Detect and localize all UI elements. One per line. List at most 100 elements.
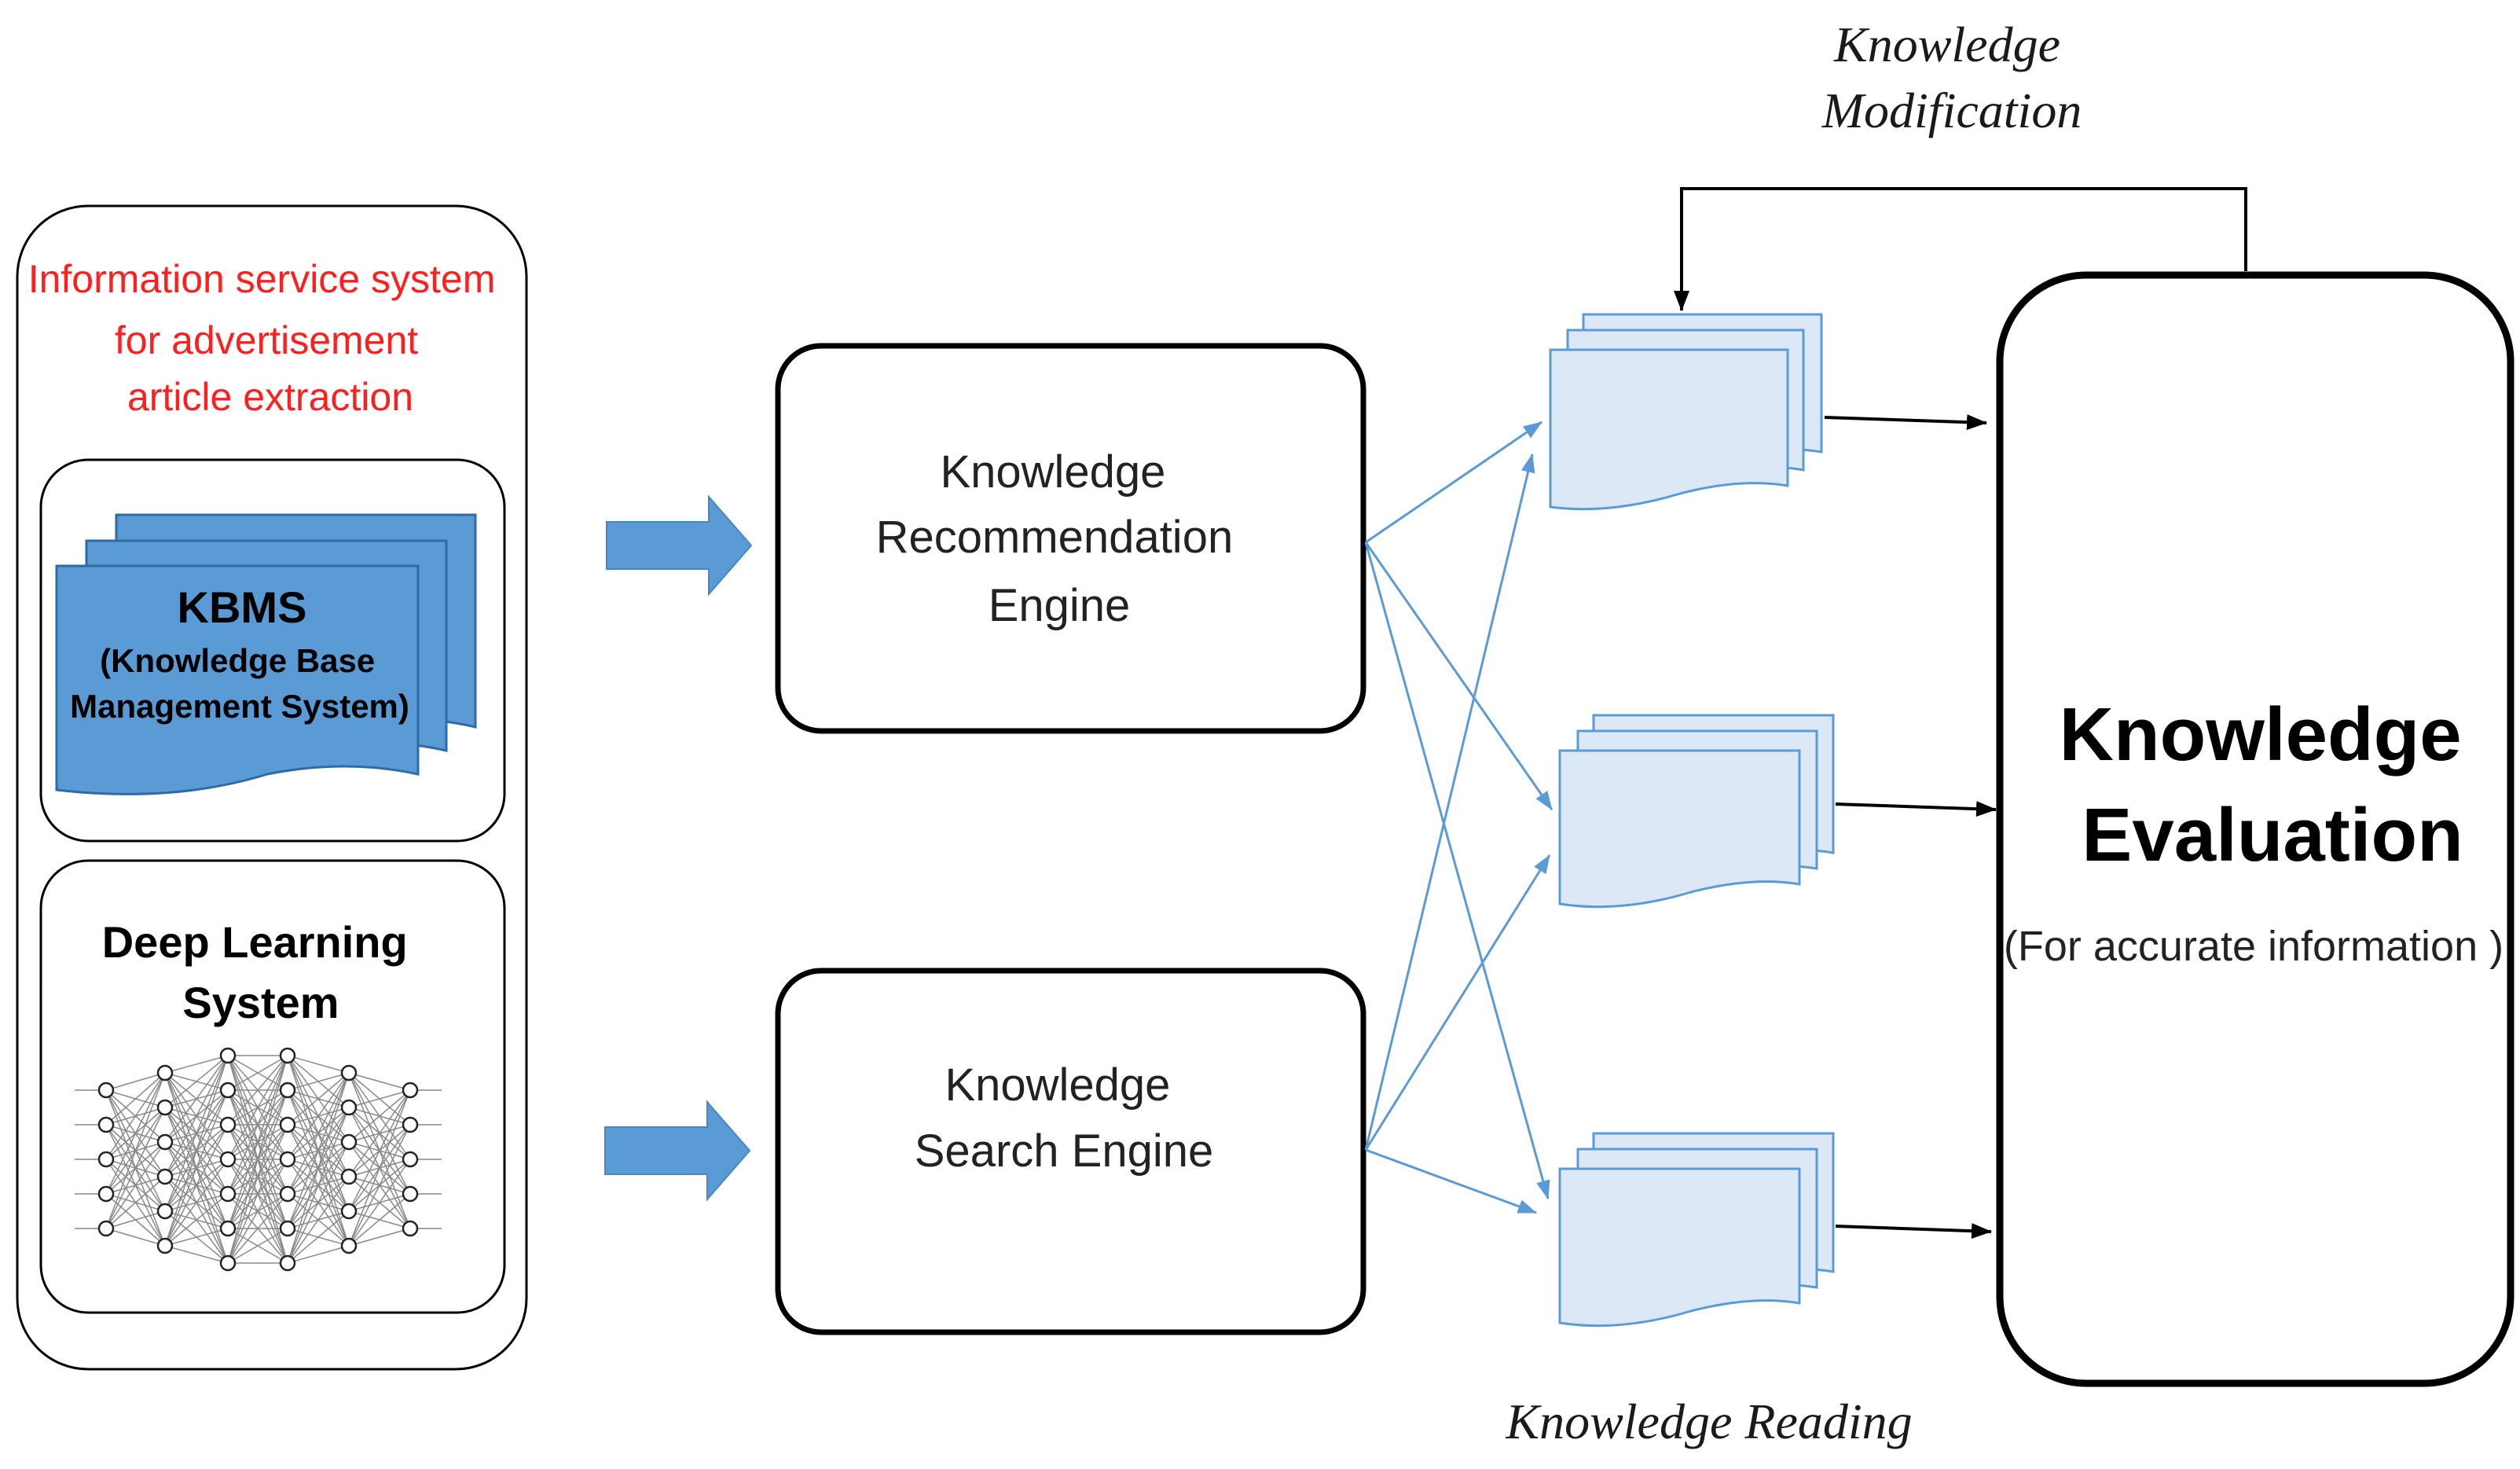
nn-edge xyxy=(227,1055,288,1126)
nn-node xyxy=(340,1099,358,1116)
nn-edge xyxy=(287,1072,350,1229)
nn-edge xyxy=(227,1055,288,1264)
nn-node xyxy=(340,1064,358,1082)
recommendation-engine-box xyxy=(775,343,1366,734)
nn-edge xyxy=(287,1072,350,1091)
left-panel-title: Information service system for advertise… xyxy=(28,257,507,419)
arrow-doc-bottom-to-evaluation xyxy=(1835,1223,1992,1239)
connector-search-to-doc-1 xyxy=(1364,454,1535,1151)
connector-rec-to-doc-1 xyxy=(1365,421,1542,544)
nn-edge xyxy=(164,1089,229,1247)
kbms-subtitle: (Knowledge Base Management System) xyxy=(70,642,409,725)
knowledge-reading-label: Knowledge Reading xyxy=(1505,1394,1912,1449)
left-panel: Information service system for advertise… xyxy=(16,204,528,1371)
knowledge-modification-line-1: Knowledge xyxy=(1833,17,2060,72)
engine-to-document-connectors xyxy=(1364,421,1553,1214)
nn-node xyxy=(402,1151,419,1168)
nn-edge xyxy=(164,1055,229,1177)
knowledge-evaluation-title-line-1: Knowledge xyxy=(2060,692,2462,777)
nn-node xyxy=(156,1237,174,1254)
nn-edge xyxy=(164,1055,229,1212)
nn-edge xyxy=(287,1072,350,1160)
modification-feedback-arrow xyxy=(1674,187,2247,311)
nn-edge xyxy=(227,1124,288,1264)
nn-edge xyxy=(348,1159,411,1247)
nn-node xyxy=(156,1099,174,1116)
nn-node xyxy=(279,1047,296,1064)
nn-edge xyxy=(105,1072,166,1195)
nn-edge xyxy=(164,1159,229,1247)
nn-node xyxy=(340,1237,358,1254)
nn-edge xyxy=(287,1245,350,1264)
nn-node xyxy=(156,1064,174,1082)
arrow-to-recommendation-engine xyxy=(606,494,753,597)
nn-edge xyxy=(348,1089,411,1143)
nn-edge xyxy=(348,1072,411,1091)
nn-edge xyxy=(287,1072,350,1195)
nn-node xyxy=(279,1254,296,1272)
nn-node xyxy=(340,1203,358,1220)
nn-node xyxy=(97,1151,115,1168)
nn-node xyxy=(279,1116,296,1133)
nn-edge xyxy=(287,1055,350,1074)
nn-node xyxy=(97,1220,115,1237)
document-stack-bottom xyxy=(1558,1132,1835,1328)
nn-edge xyxy=(164,1055,229,1143)
nn-edge xyxy=(348,1089,411,1212)
nn-edge xyxy=(164,1055,229,1108)
nn-node xyxy=(402,1082,419,1099)
nn-edge xyxy=(164,1228,229,1247)
nn-edge xyxy=(105,1107,166,1229)
nn-node xyxy=(219,1220,237,1237)
nn-edge xyxy=(287,1107,350,1264)
nn-edge xyxy=(227,1193,288,1264)
nn-edge xyxy=(227,1089,288,1264)
left-panel-title-line-2: for advertisement xyxy=(115,318,418,362)
nn-edge xyxy=(105,1141,166,1229)
nn-edge xyxy=(105,1072,166,1160)
nn-node xyxy=(402,1220,419,1237)
neural-network-icon xyxy=(75,1047,442,1272)
kbms-title: KBMS xyxy=(178,582,307,632)
knowledge-evaluation-subtitle: (For accurate information ) xyxy=(2004,923,2503,970)
nn-edge xyxy=(164,1193,229,1247)
nn-node xyxy=(402,1116,419,1133)
nn-node xyxy=(219,1254,237,1272)
deep-learning-title-line-2: System xyxy=(182,978,339,1027)
nn-edge xyxy=(227,1159,288,1264)
connector-search-to-doc-3 xyxy=(1365,1148,1537,1214)
deep-learning-title: Deep Learning System xyxy=(102,917,420,1027)
nn-edge xyxy=(287,1072,350,1126)
nn-node xyxy=(340,1168,358,1185)
nn-edge xyxy=(164,1124,229,1247)
nn-edge xyxy=(348,1193,411,1247)
arrow-doc-top-to-evaluation xyxy=(1824,414,1987,431)
document-stack-middle xyxy=(1558,714,1835,909)
nn-edge xyxy=(227,1228,288,1264)
nn-edge xyxy=(105,1228,166,1247)
nn-edge xyxy=(227,1055,288,1195)
nn-edge xyxy=(105,1210,166,1229)
document-to-evaluation-arrows xyxy=(1824,414,1997,1239)
nn-node xyxy=(279,1220,296,1237)
arrow-doc-middle-to-evaluation xyxy=(1835,801,1997,817)
kbms-subtitle-line-2: Management System) xyxy=(70,688,409,725)
recommendation-engine-line-2: Recommendation xyxy=(876,512,1234,563)
nn-edge xyxy=(348,1228,411,1247)
nn-edge xyxy=(287,1210,350,1264)
nn-edge xyxy=(348,1089,411,1177)
search-engine-label: Knowledge Search Engine xyxy=(915,1060,1213,1177)
nn-edge xyxy=(164,1055,229,1247)
nn-node xyxy=(279,1082,296,1099)
nn-edge xyxy=(105,1176,166,1229)
nn-node xyxy=(279,1185,296,1203)
nn-node xyxy=(219,1185,237,1203)
left-panel-title-line-1: Information service system xyxy=(28,257,496,301)
nn-edge xyxy=(287,1141,350,1264)
nn-node xyxy=(219,1116,237,1133)
nn-node xyxy=(279,1151,296,1168)
nn-edge xyxy=(227,1055,288,1160)
connector-search-to-doc-2 xyxy=(1364,854,1551,1151)
nn-node xyxy=(156,1168,174,1185)
